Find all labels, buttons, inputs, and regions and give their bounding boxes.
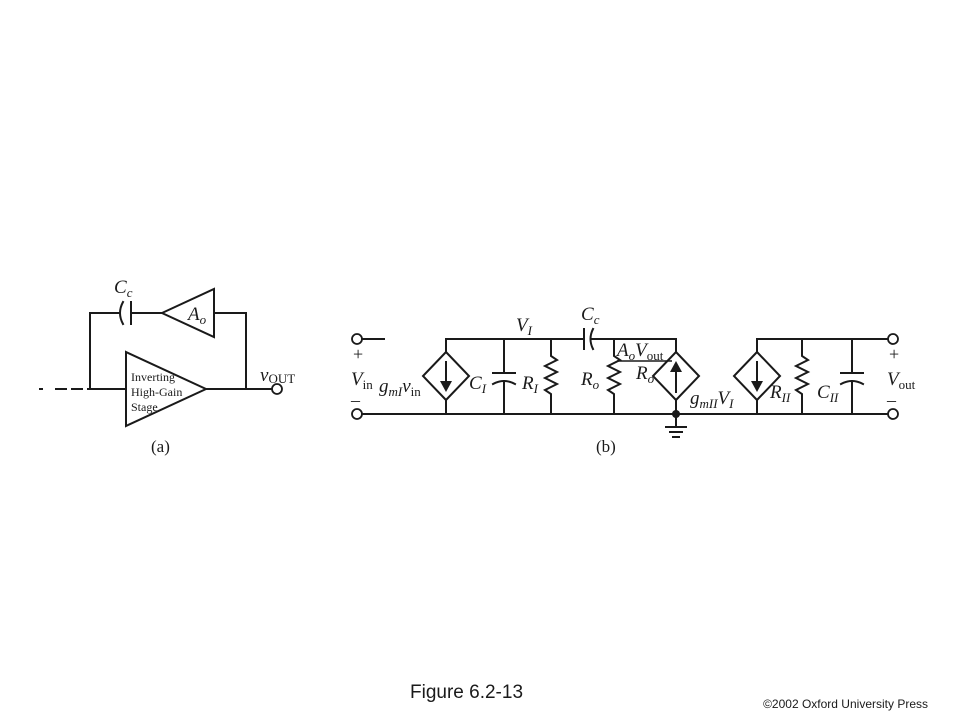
ro1-label: Ro bbox=[580, 369, 600, 392]
input-plus-terminal bbox=[351, 333, 363, 345]
ri-resistor bbox=[542, 338, 560, 415]
ao-label: Ao bbox=[186, 304, 207, 327]
inverting-amplifier-triangle bbox=[125, 350, 209, 428]
panel-a-sublabel: (a) bbox=[151, 437, 170, 456]
figure-caption: Figure 6.2-13 bbox=[410, 682, 523, 703]
cii-label: CII bbox=[817, 382, 839, 405]
src1-label: gmIvin bbox=[379, 376, 421, 399]
ci-label: CI bbox=[469, 373, 487, 396]
vin-label: Vin bbox=[351, 369, 373, 392]
output-plus-sign: + bbox=[889, 344, 899, 364]
panel-b-sublabel: (b) bbox=[596, 437, 616, 456]
vout-label-b: Vout bbox=[887, 369, 916, 392]
copyright-notice: ©2002 Oxford University Press bbox=[763, 697, 928, 711]
rii-label: RII bbox=[769, 382, 791, 405]
input-minus-sign: – bbox=[350, 390, 361, 410]
src2-label: gmIIVI bbox=[690, 388, 734, 411]
vi-node-label: VI bbox=[516, 315, 533, 338]
cc-label-b: Cc bbox=[581, 304, 600, 327]
output-terminal bbox=[271, 383, 283, 395]
src3-arrow-down-icon bbox=[751, 381, 763, 392]
stage-label-line-3: Stage bbox=[131, 400, 158, 414]
output-minus-terminal bbox=[887, 408, 899, 420]
stage-label-line-2: High-Gain bbox=[131, 385, 182, 399]
input-minus-terminal bbox=[351, 408, 363, 420]
src2-arrow-up-icon bbox=[670, 361, 682, 372]
output-plus-terminal bbox=[887, 333, 899, 345]
rii-resistor bbox=[793, 338, 811, 415]
ri-label: RI bbox=[521, 373, 539, 396]
panel-a-circuit bbox=[39, 287, 283, 428]
output-minus-sign: – bbox=[886, 390, 897, 410]
ro2-label: Ro bbox=[635, 363, 655, 386]
input-plus-sign: + bbox=[353, 344, 363, 364]
panel-a-labels: Cc Ao Inverting High-Gain Stage vOUT (a) bbox=[114, 277, 295, 456]
ao-buffer-triangle bbox=[159, 287, 215, 339]
panel-b-circuit bbox=[351, 327, 899, 438]
panel-b-labels: + – Vin gmIvin CI RI VI Cc Ro AoVout Ro … bbox=[350, 304, 916, 456]
ro-resistor-1 bbox=[605, 338, 623, 415]
stage-label-line-1: Inverting bbox=[131, 370, 175, 384]
vout-label-a: vOUT bbox=[260, 365, 295, 386]
cc-label-a: Cc bbox=[114, 277, 133, 300]
cc-capacitor-curved-plate bbox=[119, 300, 125, 326]
src1-arrow-down-icon bbox=[440, 381, 452, 392]
ao-vout-label: AoVout bbox=[615, 340, 664, 363]
